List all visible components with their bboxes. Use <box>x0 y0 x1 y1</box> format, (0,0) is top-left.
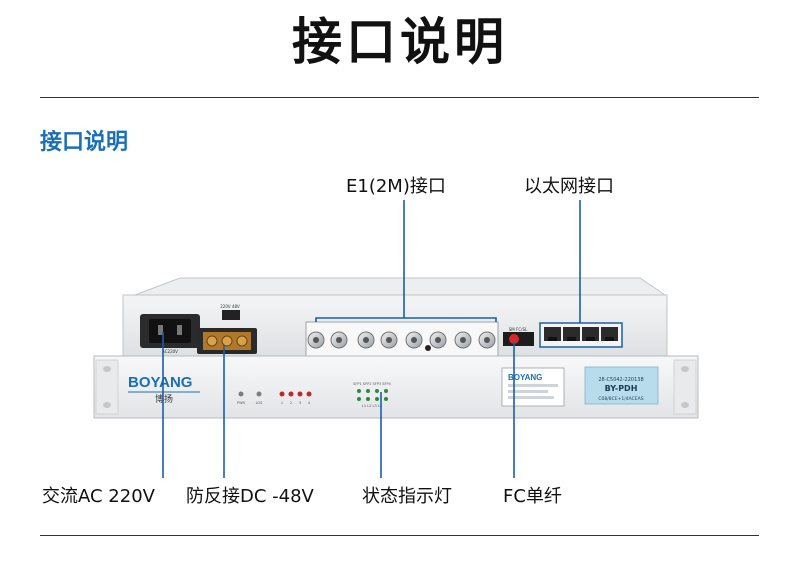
bottom-divider <box>40 535 759 536</box>
alarm-led-label-3: 3 <box>299 401 301 405</box>
status-bottom-label: L1 L2 L3 L4 <box>362 404 383 408</box>
product-sticker: BOYANG <box>501 367 565 407</box>
fiber-label: SM FC/SL <box>509 327 528 332</box>
cert-code: 28-C5042-220138 <box>598 377 643 383</box>
status-led-block: SFP1 SFP2 SFP3 SFP4 L1 L2 L3 L4 <box>353 382 391 408</box>
cert-model: BY-PDH <box>605 384 638 393</box>
brand-cn-text: 博扬 <box>155 393 173 405</box>
certification-sticker: 28-C5042-220138 BY-PDH C08/8CE+1/4ACEAS <box>584 366 659 405</box>
e1-bnc-port <box>307 331 496 349</box>
sticker-brand: BOYANG <box>508 373 542 382</box>
rj45-port <box>544 327 618 341</box>
front-indicator-leds: PWR LOS 1 2 3 4 <box>237 391 312 405</box>
e1-callout-bracket <box>315 317 497 322</box>
ac-power-socket: AC220V <box>140 314 200 354</box>
label-ethernet: 以太网接口 <box>524 176 614 197</box>
label-fc: FC单纤 <box>503 486 562 507</box>
led-label-los: LOS <box>256 401 264 405</box>
led-label-pwr: PWR <box>237 401 246 405</box>
power-socket-label: AC220V <box>162 349 178 354</box>
alarm-led-label-1: 1 <box>281 401 283 405</box>
label-ac: 交流AC 220V <box>42 486 155 507</box>
alarm-led-label-2: 2 <box>290 401 292 405</box>
cert-model2: C08/8CE+1/4ACEAS <box>598 396 643 402</box>
dc-terminal-block: 220V 48V <box>197 304 257 354</box>
terminal-top-label: 220V 48V <box>220 304 240 309</box>
alarm-led-label-4: 4 <box>308 401 311 405</box>
brand-logo: BOYANG 博扬 <box>128 374 200 405</box>
fc-fiber-port: SM FC/SL <box>503 327 534 346</box>
page-title: 接口说明 <box>292 13 508 71</box>
e1-port-panel <box>305 321 499 357</box>
ethernet-port-panel <box>539 322 623 348</box>
label-e1: E1(2M)接口 <box>346 176 446 197</box>
section-title: 接口说明 <box>40 130 129 155</box>
top-divider <box>40 97 759 98</box>
callout-lines <box>162 200 581 478</box>
label-dc: 防反接DC -48V <box>186 486 314 507</box>
brand-text: BOYANG <box>128 374 192 391</box>
label-status: 状态指示灯 <box>362 486 452 507</box>
status-top-label: SFP1 SFP2 SFP3 SFP4 <box>353 382 391 386</box>
